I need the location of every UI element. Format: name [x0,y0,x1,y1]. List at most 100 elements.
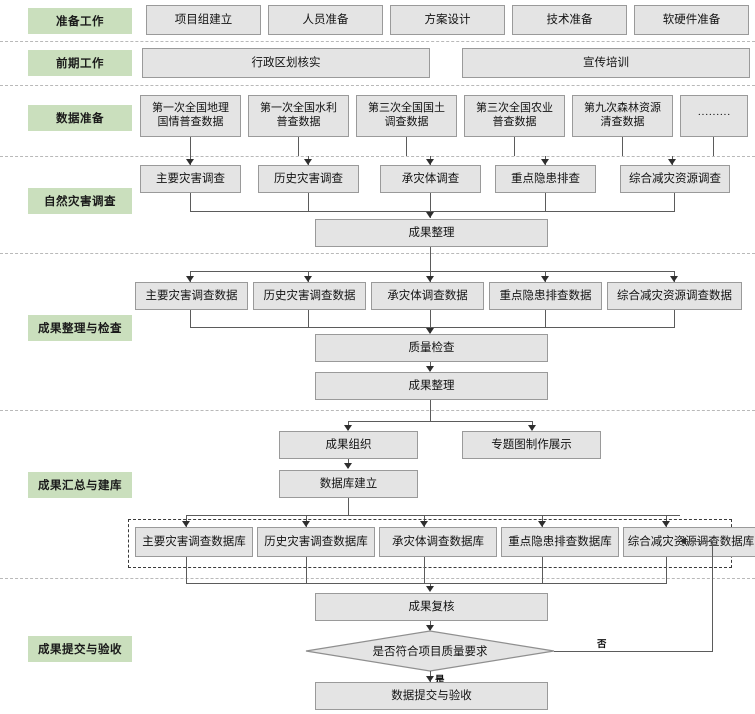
node-major-disaster-data[interactable]: 主要灾害调查数据 [135,282,248,310]
node-integrated-mitigation-survey[interactable]: 综合减灾资源调查 [620,165,730,193]
node-scheme-design[interactable]: 方案设计 [390,5,505,35]
node-tech-prep[interactable]: 技术准备 [512,5,627,35]
conn-survey-2-down [430,193,431,211]
conn-sd-0-down [190,310,191,327]
arrowhead-to-survey-4 [668,159,676,165]
node-historic-disaster-data[interactable]: 历史灾害调查数据 [253,282,366,310]
conn-db-fan-bus [186,515,680,516]
arrowhead-to-collate-result [426,366,434,372]
band-separator-6 [0,578,755,579]
node-major-disaster-survey[interactable]: 主要灾害调查 [140,165,241,193]
node-quality-check[interactable]: 质量检查 [315,334,548,362]
arrowhead-decision-no [680,537,686,545]
band-separator-5 [0,410,755,411]
arrowhead-db-1 [302,521,310,527]
arrowhead-fan-0 [186,276,194,282]
arrowhead-to-quality-check [426,328,434,334]
conn-survey-4-down [674,193,675,211]
node-agriculture-census-data[interactable]: 第三次全国农业 普查数据 [464,95,565,137]
arrowhead-fan-1 [304,276,312,282]
arrowhead-to-survey-3 [541,159,549,165]
edge-label-no: 否 [597,640,607,650]
node-hazard-bearing-data[interactable]: 承灾体调查数据 [371,282,484,310]
node-integrated-mitigation-data[interactable]: 综合减灾资源调查数据 [607,282,742,310]
conn-survey-3-down [545,193,546,211]
node-survey-result-collation[interactable]: 成果整理 [315,219,548,247]
node-project-team[interactable]: 项目组建立 [146,5,261,35]
conn-db-3-down [542,557,543,583]
node-collate-result[interactable]: 成果整理 [315,372,548,400]
node-more-data-ellipsis[interactable]: ········· [680,95,748,137]
conn-survey-result-down [430,247,431,271]
conn-db-4-down [666,557,667,583]
node-hazard-bearing-survey[interactable]: 承灾体调查 [380,165,481,193]
conn-db-1-down [306,557,307,583]
arrowhead-db-4 [662,521,670,527]
stage-label-survey: 自然灾害调查 [28,188,132,214]
node-database-build[interactable]: 数据库建立 [279,470,418,498]
conn-sd-merge-bus [190,327,675,328]
node-result-review[interactable]: 成果复核 [315,593,548,621]
band-separator-4 [0,253,755,254]
conn-data-1-stub [298,137,299,156]
conn-data-3-stub [514,137,515,156]
arrowhead-fan-4 [670,276,678,282]
node-key-hidden-danger-check[interactable]: 重点隐患排查 [495,165,596,193]
decision-diamond[interactable]: 是否符合项目质量要求 [305,630,555,672]
node-thematic-map-display[interactable]: 专题图制作展示 [462,431,601,459]
conn-db-2-down [424,557,425,583]
conn-collate-down [430,400,431,421]
node-historic-disaster-survey[interactable]: 历史灾害调查 [258,165,359,193]
conn-sd-4-down [674,310,675,327]
stage-label-collate: 成果整理与检查 [28,315,132,341]
arrowhead-decision-yes [426,676,434,682]
arrowhead-to-review [426,586,434,592]
node-result-organization[interactable]: 成果组织 [279,431,418,459]
conn-sd-2-down [430,310,431,327]
conn-data-0-stub [190,137,191,156]
node-hazard-bearing-database[interactable]: 承灾体调查数据库 [379,527,497,557]
stage-label-aggregate: 成果汇总与建库 [28,472,132,498]
band-separator-1 [0,41,755,42]
node-key-hidden-danger-data[interactable]: 重点隐患排查数据 [489,282,602,310]
conn-collate-split-bus [348,421,532,422]
node-hw-sw-prep[interactable]: 软硬件准备 [634,5,749,35]
conn-decision-no-v [712,541,713,652]
arrowhead-db-2 [420,521,428,527]
node-publicity-training[interactable]: 宣传培训 [462,48,750,78]
arrowhead-to-survey-1 [304,159,312,165]
band-separator-2 [0,85,755,86]
conn-db-merge-bus [186,583,667,584]
conn-data-5-stub [713,137,714,156]
conn-dbbuild-down [348,498,349,515]
arrowhead-to-decision [426,625,434,631]
arrowhead-to-survey-2 [426,159,434,165]
arrowhead-fan-2 [426,276,434,282]
arrowhead-db-0 [182,521,190,527]
node-major-disaster-database[interactable]: 主要灾害调查数据库 [135,527,253,557]
arrowhead-to-thematic [528,425,536,431]
node-forest-resource-data[interactable]: 第九次森林资源 清查数据 [572,95,673,137]
node-personnel-prep[interactable]: 人员准备 [268,5,383,35]
node-key-hidden-danger-database[interactable]: 重点隐患排查数据库 [501,527,619,557]
node-data-submission-acceptance[interactable]: 数据提交与验收 [315,682,548,710]
conn-data-2-stub [406,137,407,156]
conn-survey-0-down [190,193,191,211]
node-admin-division-check[interactable]: 行政区划核实 [142,48,430,78]
stage-label-data: 数据准备 [28,105,132,131]
node-water-census-data[interactable]: 第一次全国水利 普查数据 [248,95,349,137]
conn-survey-data-fan-bus [190,271,675,272]
node-geo-census-data[interactable]: 第一次全国地理 国情普查数据 [140,95,241,137]
conn-decision-no-return [683,541,713,542]
conn-data-4-stub [622,137,623,156]
conn-survey-1-down [308,193,309,211]
stage-label-early: 前期工作 [28,50,132,76]
stage-label-prep: 准备工作 [28,8,132,34]
node-land-survey-data[interactable]: 第三次全国国土 调查数据 [356,95,457,137]
node-historic-disaster-database[interactable]: 历史灾害调查数据库 [257,527,375,557]
arrowhead-db-3 [538,521,546,527]
band-separator-3 [0,156,755,157]
conn-sd-1-down [308,310,309,327]
node-integrated-mitigation-database[interactable]: 综合减灾资源调查数据库 [623,527,755,557]
edge-label-yes: 是 [435,676,445,686]
